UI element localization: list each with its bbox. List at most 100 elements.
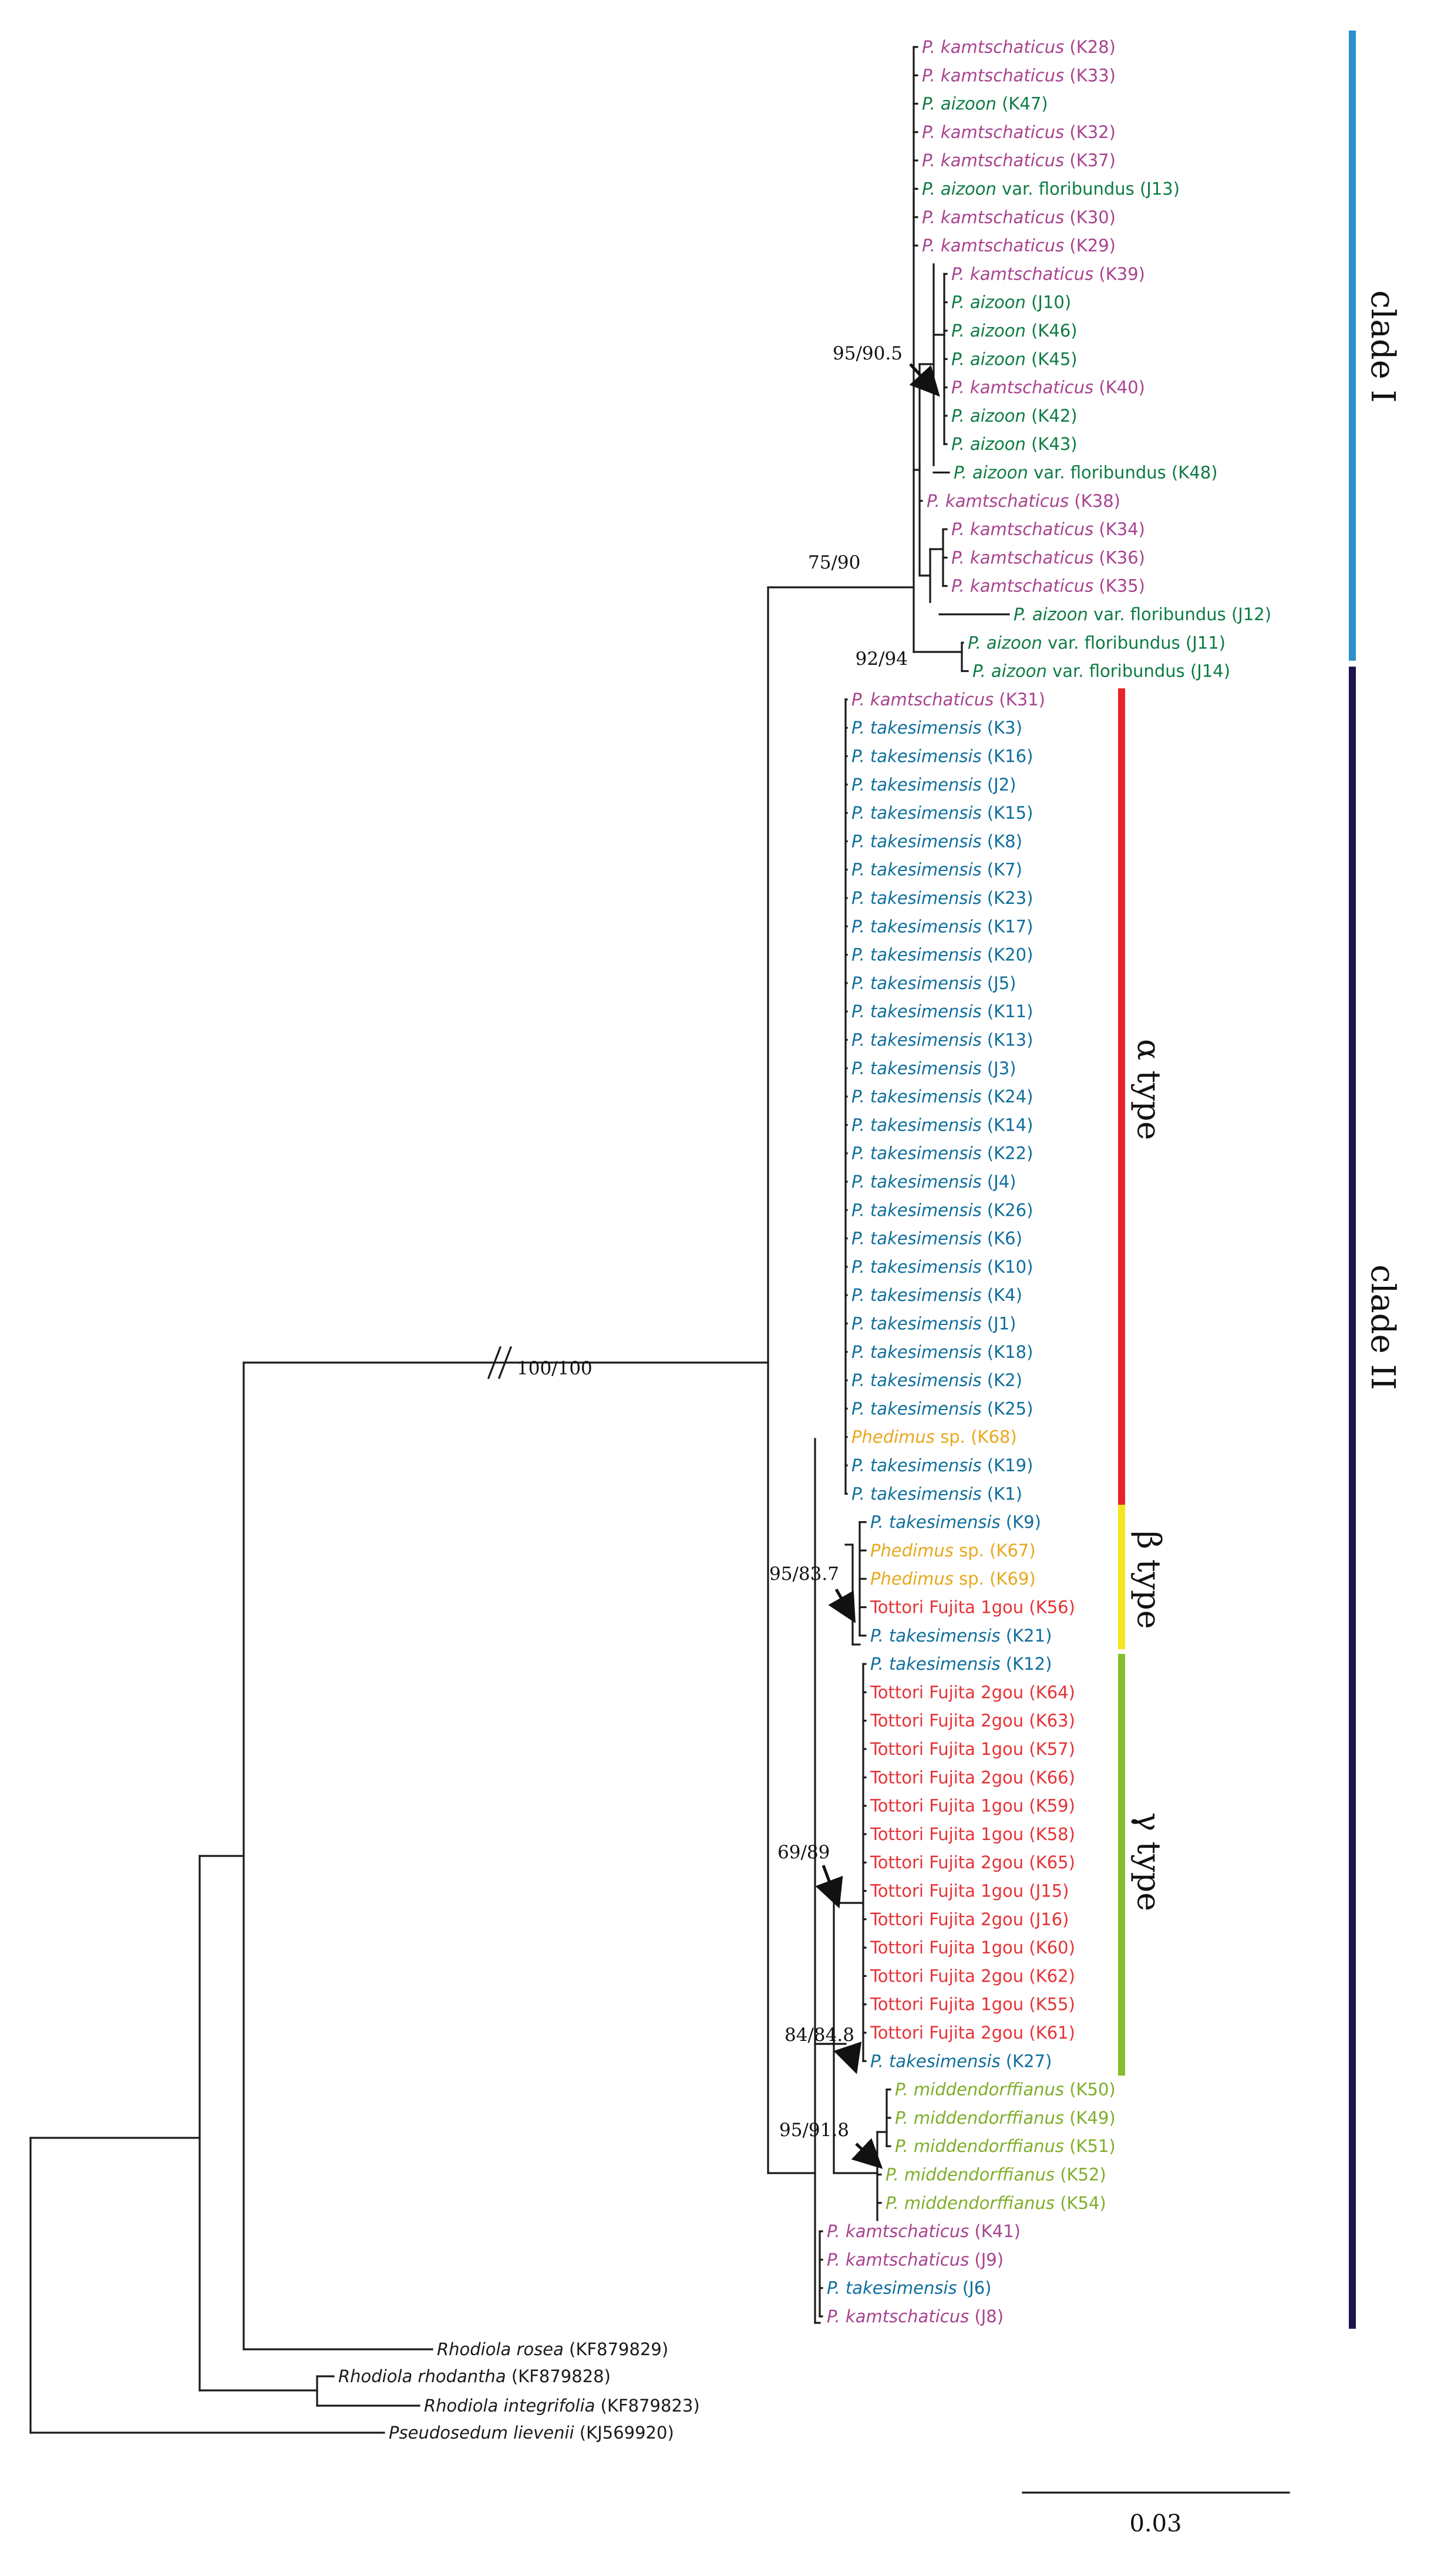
support-value-6: 69/89 [777, 1842, 830, 1863]
tip-qualifier: Tottori Fujita 2gou [870, 1767, 1024, 1787]
tip-accession: (K62) [1024, 1966, 1075, 1986]
tip-label-j1: P. takesimensis (J1) [851, 1314, 1016, 1334]
tip-label-k38: P. kamtschaticus (K38) [927, 491, 1120, 511]
tip-species: P. aizoon [951, 321, 1026, 341]
tip-accession: (K56) [1024, 1598, 1075, 1617]
tip-accession: (KF879823) [595, 2396, 699, 2416]
tip-accession: (J1) [982, 1314, 1016, 1334]
tip-accession: (K51) [1064, 2136, 1116, 2156]
tip-label-k40: P. kamtschaticus (K40) [951, 378, 1145, 398]
tip-qualifier: Tottori Fujita 1gou [870, 1995, 1024, 2015]
tip-species: P. takesimensis [851, 888, 982, 908]
tip-label-k48: P. aizoon var. floribundus (K48) [954, 463, 1218, 483]
tip-accession: (K15) [982, 803, 1033, 823]
tip-accession: (K31) [994, 690, 1045, 709]
tip-species: P. takesimensis [870, 1512, 1001, 1532]
tip-species: P. aizoon [951, 349, 1026, 369]
tip-qualifier: var. floribundus [1028, 463, 1166, 483]
tip-accession: (K4) [982, 1285, 1022, 1305]
tip-accession: (J16) [1024, 1909, 1069, 1929]
tip-species: P. takesimensis [851, 803, 982, 823]
tip-label-k55: Tottori Fujita 1gou (K55) [870, 1995, 1075, 2015]
scale-bar: 0.03 [1022, 2491, 1290, 2537]
tip-species: P. takesimensis [851, 916, 982, 936]
tip-label-j5: P. takesimensis (J5) [851, 973, 1016, 993]
tip-species: P. takesimensis [851, 1484, 982, 1504]
tip-accession: (K26) [982, 1200, 1033, 1220]
tip-accession: (K13) [982, 1030, 1033, 1050]
tip-label-j16: Tottori Fujita 2gou (J16) [870, 1909, 1069, 1929]
tip-qualifier: var. floribundus [1047, 661, 1185, 681]
tip-label-k66: Tottori Fujita 2gou (K66) [870, 1767, 1075, 1787]
tip-label-k18: P. takesimensis (K18) [851, 1342, 1033, 1362]
tip-label-k32: P. kamtschaticus (K32) [922, 122, 1116, 142]
support-values: 95/90.575/9092/94100/10095/83.769/8984/8… [517, 343, 908, 2141]
tip-species: P. aizoon [954, 463, 1028, 483]
tip-species: P. middendorffianus [895, 2108, 1064, 2128]
tip-label-k27: P. takesimensis (K27) [870, 2051, 1052, 2071]
tip-species: P. aizoon [972, 661, 1047, 681]
tip-accession: (K11) [982, 1001, 1033, 1021]
tip-accession: (K25) [982, 1398, 1033, 1418]
tip-accession: (K46) [1026, 321, 1078, 341]
tip-label-j14: P. aizoon var. floribundus (J14) [972, 661, 1230, 681]
tip-accession: (J8) [969, 2306, 1004, 2326]
tip-species: P. takesimensis [851, 831, 982, 851]
tip-qualifier: var. floribundus [1088, 604, 1226, 624]
tip-label-k61: Tottori Fujita 2gou (K61) [870, 2023, 1075, 2043]
tip-accession: (K30) [1064, 207, 1116, 227]
tip-accession: (K2) [982, 1370, 1022, 1390]
tip-species: P. takesimensis [851, 746, 982, 766]
tip-accession: (K14) [982, 1115, 1033, 1135]
tip-accession: (J3) [982, 1058, 1016, 1078]
beta-type-label: β type [1130, 1531, 1167, 1629]
tip-accession: (J4) [982, 1172, 1016, 1192]
support-arrow-5 [851, 2138, 883, 2169]
tip-label-k2: P. takesimensis (K2) [851, 1370, 1022, 1390]
tip-accession: (J13) [1134, 179, 1180, 199]
tip-label-k28: P. kamtschaticus (K28) [922, 37, 1116, 57]
tip-label-integrifolia: Rhodiola integrifolia (KF879823) [424, 2396, 700, 2416]
tip-qualifier: Tottori Fujita 2gou [870, 1682, 1024, 1702]
tip-label-k14: P. takesimensis (K14) [851, 1115, 1033, 1135]
tip-label-k3: P. takesimensis (K3) [851, 718, 1022, 738]
tip-species: P. aizoon [922, 94, 996, 114]
tip-accession: (J2) [982, 775, 1016, 795]
tip-qualifier: Tottori Fujita 1gou [870, 1938, 1024, 1958]
support-value-7: 84/84.8 [785, 2025, 854, 2046]
tip-accession: (K1) [982, 1484, 1022, 1504]
tip-species: P. takesimensis [851, 1257, 982, 1277]
tip-label-k65: Tottori Fujita 2gou (K65) [870, 1852, 1075, 1872]
tip-label-j12: P. aizoon var. floribundus (J12) [1014, 604, 1271, 624]
tip-qualifier: var. floribundus [996, 179, 1134, 199]
tip-label-k6: P. takesimensis (K6) [851, 1229, 1022, 1249]
tip-label-k50: P. middendorffianus (K50) [895, 2080, 1116, 2100]
tip-accession: (K43) [1026, 434, 1078, 454]
tip-species: P. kamtschaticus [922, 207, 1064, 227]
gamma-type-bar [1118, 1654, 1125, 2076]
tip-label-k56: Tottori Fujita 1gou (K56) [870, 1598, 1075, 1617]
tip-species: P. takesimensis [851, 1030, 982, 1050]
tip-label-k26: P. takesimensis (K26) [851, 1200, 1033, 1220]
tip-accession: (K33) [1064, 65, 1116, 85]
tip-label-k7: P. takesimensis (K7) [851, 860, 1022, 880]
tip-label-k25: P. takesimensis (K25) [851, 1398, 1033, 1418]
tip-label-k10: P. takesimensis (K10) [851, 1257, 1033, 1277]
tip-qualifier: sp. [935, 1427, 965, 1447]
tip-accession: (J10) [1026, 292, 1071, 312]
tip-accession: (K39) [1093, 264, 1145, 284]
tip-label-k68: Phedimus sp. (K68) [851, 1427, 1017, 1447]
tip-species: Phedimus [870, 1541, 954, 1561]
tip-accession: (K57) [1024, 1739, 1075, 1759]
tip-accession: (K68) [965, 1427, 1017, 1447]
tip-species: P. kamtschaticus [922, 122, 1064, 142]
tip-label-k1: P. takesimensis (K1) [851, 1484, 1022, 1504]
tip-species: P. kamtschaticus [951, 547, 1093, 567]
tip-accession: (K10) [982, 1257, 1033, 1277]
tip-accession: (K65) [1024, 1852, 1075, 1872]
tip-qualifier: var. floribundus [1042, 633, 1180, 653]
tip-species: P. middendorffianus [886, 2193, 1055, 2213]
tip-label-j11: P. aizoon var. floribundus (J11) [968, 633, 1226, 653]
